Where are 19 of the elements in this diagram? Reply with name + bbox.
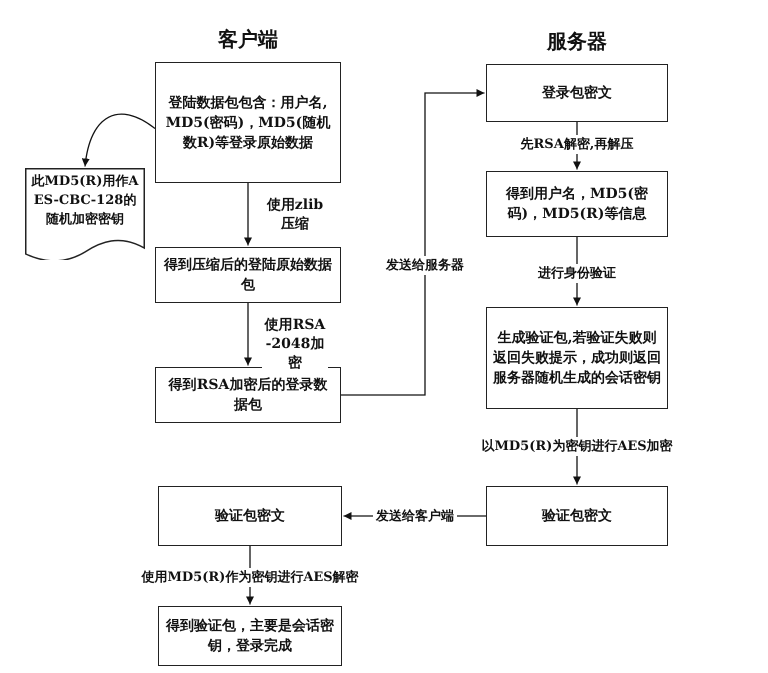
edge-label: 使用MD5(R)作为密钥进行AES解密 xyxy=(138,568,362,586)
process-box: 生成验证包,若验证失败则返回失败提示，成功则返回服务器随机生成的会话密钥 xyxy=(486,307,668,409)
process-box: 验证包密文 xyxy=(158,486,342,546)
edge-label: 先RSA解密,再解压 xyxy=(518,134,636,154)
column-heading: 服务器 xyxy=(547,28,607,55)
process-box: 得到用户名，MD5(密码)，MD5(R)等信息 xyxy=(486,171,668,237)
process-box: 登陆数据包包含：用户名,MD5(密码)，MD5(随机数R)等登录原始数据 xyxy=(155,62,341,183)
arrow xyxy=(244,183,252,246)
arrow xyxy=(244,303,252,366)
process-box: 登录包密文 xyxy=(486,64,668,122)
column-heading: 客户端 xyxy=(218,26,278,53)
edge-label: 发送给服务器 xyxy=(383,256,467,274)
process-box: 得到验证包，主要是会话密钥，登录完成 xyxy=(158,606,342,666)
process-box: 验证包密文 xyxy=(486,486,668,546)
arrow xyxy=(341,89,484,396)
edge-label: 进行身份验证 xyxy=(535,264,619,282)
arrow xyxy=(82,114,156,167)
process-box: 得到压缩后的登陆原始数据包 xyxy=(155,247,341,303)
document-shape: 此MD5(R)用作AES-CBC-128的随机加密密钥 xyxy=(25,168,145,260)
